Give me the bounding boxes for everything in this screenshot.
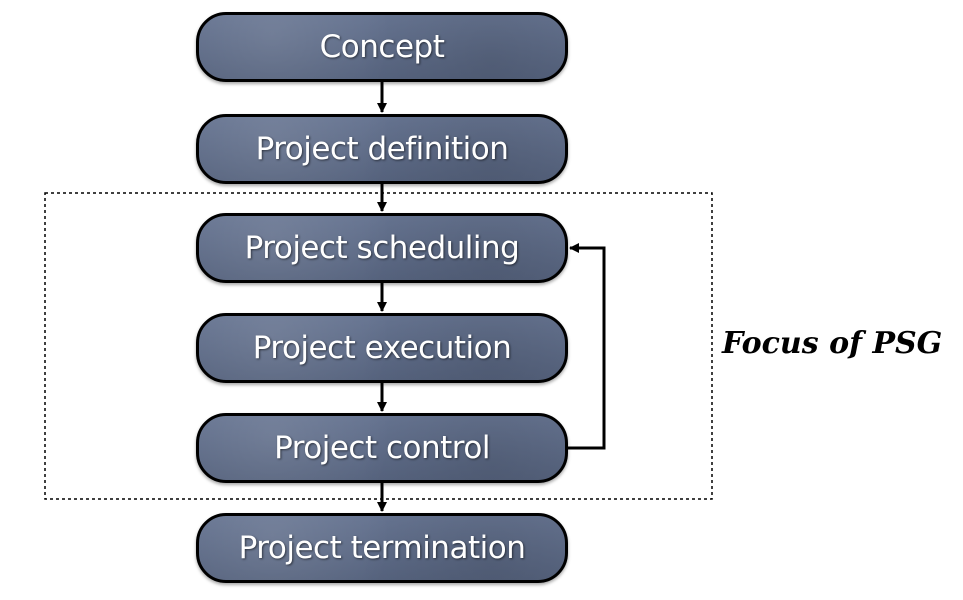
step-label: Project execution xyxy=(252,330,512,366)
step-label: Project termination xyxy=(238,530,526,566)
step-project-scheduling: Project scheduling xyxy=(196,213,568,283)
step-label: Concept xyxy=(319,29,445,65)
step-project-definition: Project definition xyxy=(196,114,568,184)
step-project-execution: Project execution xyxy=(196,313,568,383)
step-label: Project scheduling xyxy=(244,230,520,266)
step-project-termination: Project termination xyxy=(196,513,568,583)
step-label: Project definition xyxy=(255,131,509,167)
step-concept: Concept xyxy=(196,12,568,82)
focus-region-label: Focus of PSG xyxy=(722,326,943,361)
step-label: Project control xyxy=(274,430,490,466)
step-project-control: Project control xyxy=(196,413,568,483)
arrow-control-feedback-to-scheduling xyxy=(568,243,606,450)
